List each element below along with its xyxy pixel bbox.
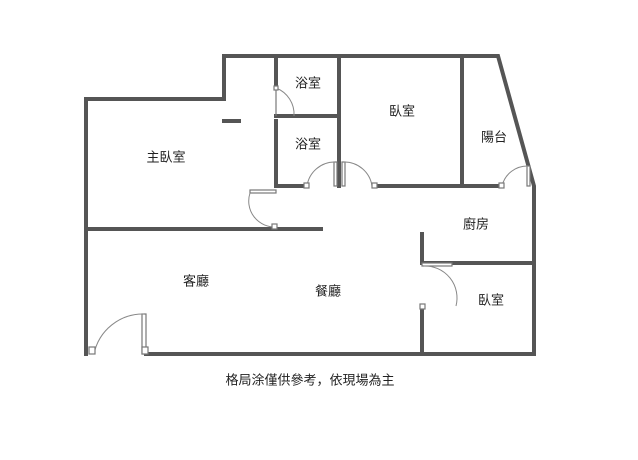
bath-bottom-door-jamb	[303, 182, 310, 189]
balcony-door-arc	[501, 165, 529, 187]
label-balcony: 陽台	[481, 131, 507, 146]
label-living-room: 客廳	[183, 274, 209, 290]
label-bedroom-bottom: 臥室	[478, 293, 504, 309]
master-bedroom-door-arc	[248, 192, 277, 228]
master-bedroom-door-leaf	[249, 189, 277, 194]
master-bedroom-door-jamb	[271, 223, 278, 230]
bath-top-door-jamb	[273, 85, 279, 91]
balcony-door-jamb	[498, 182, 505, 189]
plan-caption: 格局涂僅供參考，依現場為主	[225, 373, 394, 389]
bedroom-bottom-door-leaf	[421, 262, 453, 267]
label-dining-room: 餐廳	[315, 284, 341, 300]
label-bathroom-bottom: 浴室	[295, 137, 321, 153]
bedroom-top-door-leaf	[341, 161, 346, 187]
bath-top-door-arc	[275, 87, 295, 117]
bedroom-bottom-door-arc	[423, 265, 458, 307]
entrance-door-jamb-right	[141, 346, 149, 355]
wall-outer-upper	[84, 54, 536, 356]
label-kitchen: 廚房	[463, 217, 489, 233]
bedroom-top-door-arc	[343, 161, 373, 187]
entrance-door-arc	[93, 313, 145, 355]
label-bathroom-top: 浴室	[295, 76, 321, 92]
label-bedroom-top: 臥室	[389, 104, 415, 120]
doors	[88, 85, 531, 355]
entrance-door-jamb	[88, 346, 96, 355]
bath-bottom-door-leaf	[333, 161, 338, 187]
balcony-door-leaf	[526, 165, 531, 187]
walls	[84, 54, 536, 356]
label-master-bedroom: 主臥室	[146, 150, 185, 166]
bedroom-bottom-door-jamb	[419, 303, 426, 310]
bedroom-top-door-jamb	[371, 182, 378, 189]
bath-bottom-door-arc	[306, 161, 336, 187]
